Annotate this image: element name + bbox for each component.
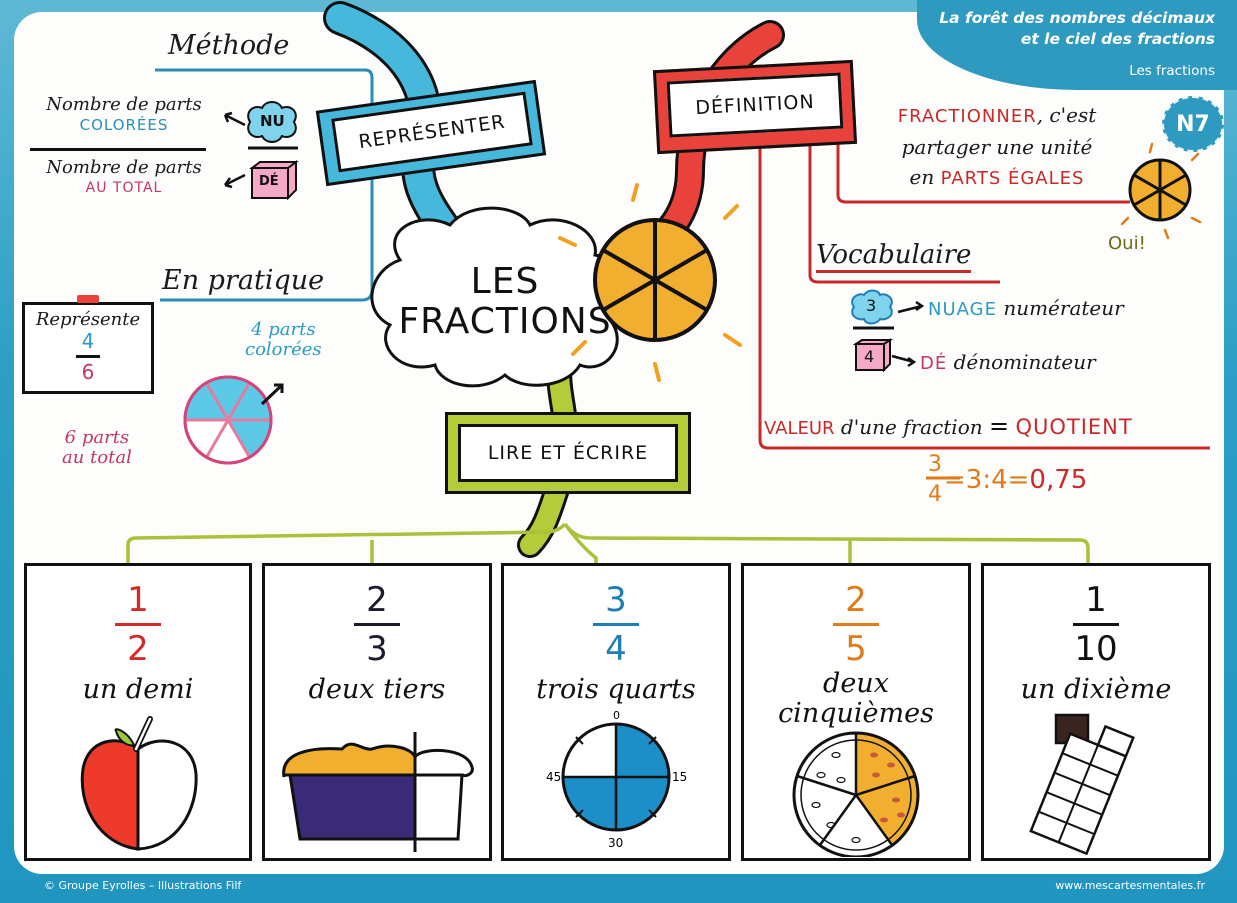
example-card-deux-tiers: 2 3 deux tiers [262, 563, 492, 861]
series-title: La forêt des nombres décimaux et le ciel… [939, 9, 1215, 48]
denominator-description: Nombre de parts AU TOTAL [46, 157, 202, 197]
arrow-icon [223, 173, 246, 189]
colored-parts-label: 4 parts colorées [245, 319, 322, 360]
pizza-icon [792, 731, 920, 857]
arrow-icon [260, 383, 284, 406]
de-label: DÉ [259, 174, 279, 189]
central-title: LES FRACTIONS [398, 261, 612, 342]
total-parts-label: 6 parts au total [62, 427, 132, 468]
arrow-icon [897, 300, 925, 314]
task-fraction: 4 6 [25, 330, 151, 383]
center-cloud [370, 206, 624, 388]
four-sixths-pie-icon [183, 375, 273, 465]
valeur-example: 3 4 =3:4= 0,75 [928, 452, 1088, 507]
center-pie-icon [558, 183, 742, 382]
en-pratique-heading: En pratique [162, 265, 325, 296]
example-card-deux-cinquiemes: 2 5 deux cinquièmes [741, 563, 971, 861]
chapter-title: Les fractions [1129, 63, 1215, 79]
fraction-2-5: 2 5 [833, 580, 879, 669]
numerator-cloud-icon [247, 101, 297, 143]
methode-fraction-bar [30, 148, 206, 151]
denominator-dice-icon [249, 160, 299, 201]
numerator-description: Nombre de parts COLORÉES [46, 94, 202, 135]
website-link[interactable]: www.mescartesmentales.fr [1055, 879, 1205, 892]
pin-icon [77, 295, 99, 303]
lire-ecrire-label: LIRE ET ÉCRIRE [458, 424, 678, 482]
example-card-un-dixieme: 1 10 un dixième [981, 563, 1211, 861]
nuage-cloud-icon [851, 289, 893, 325]
methode-heading: Méthode [168, 30, 290, 61]
clock-icon: 0 15 30 45 [546, 709, 687, 850]
task-card: Représente 4 6 [22, 295, 154, 394]
arrow-icon [223, 111, 246, 127]
fraction-2-3: 2 3 [354, 580, 400, 669]
fraction-3-4: 3 4 [593, 580, 639, 669]
svg-text:30: 30 [608, 836, 623, 850]
vocabulaire-heading: Vocabulaire [816, 240, 972, 273]
de-number: 4 [864, 347, 875, 366]
nu-label: NU [260, 112, 285, 130]
oui-label: Oui! [1108, 233, 1146, 254]
header-tab: La forêt des nombres décimaux et le ciel… [917, 0, 1237, 90]
fraction-1-2: 1 2 [115, 580, 161, 669]
definition-label: DÉFINITION [666, 72, 844, 138]
nuage-number: 3 [866, 296, 877, 315]
valeur-statement: VALEUR d'une fraction = QUOTIENT [764, 412, 1133, 440]
numerator-vocab: NUAGE numérateur [928, 296, 1124, 320]
cake-icon [282, 732, 474, 852]
example-card-trois-quarts: 3 4 trois quarts 0 15 30 45 [501, 563, 731, 861]
card-badge: N7 [1162, 96, 1224, 152]
svg-text:0: 0 [613, 709, 620, 722]
svg-text:45: 45 [546, 770, 561, 784]
equal-parts-pie-icon [1120, 142, 1202, 240]
svg-text:15: 15 [672, 770, 687, 784]
apple-icon [80, 716, 198, 851]
arrow-icon [891, 354, 917, 368]
de-dice-icon [852, 338, 894, 373]
copyright-text: © Groupe Eyrolles – Illustrations Filf [44, 879, 242, 892]
example-card-un-demi: 1 2 un demi [24, 563, 252, 861]
fraction-1-10: 1 10 [1073, 580, 1119, 669]
chocolate-bar-icon [1029, 713, 1135, 855]
definition-sentence: FRACTIONNER, c'est partager une unité en… [897, 103, 1097, 189]
denominator-vocab: DÉ dénominateur [920, 350, 1096, 374]
